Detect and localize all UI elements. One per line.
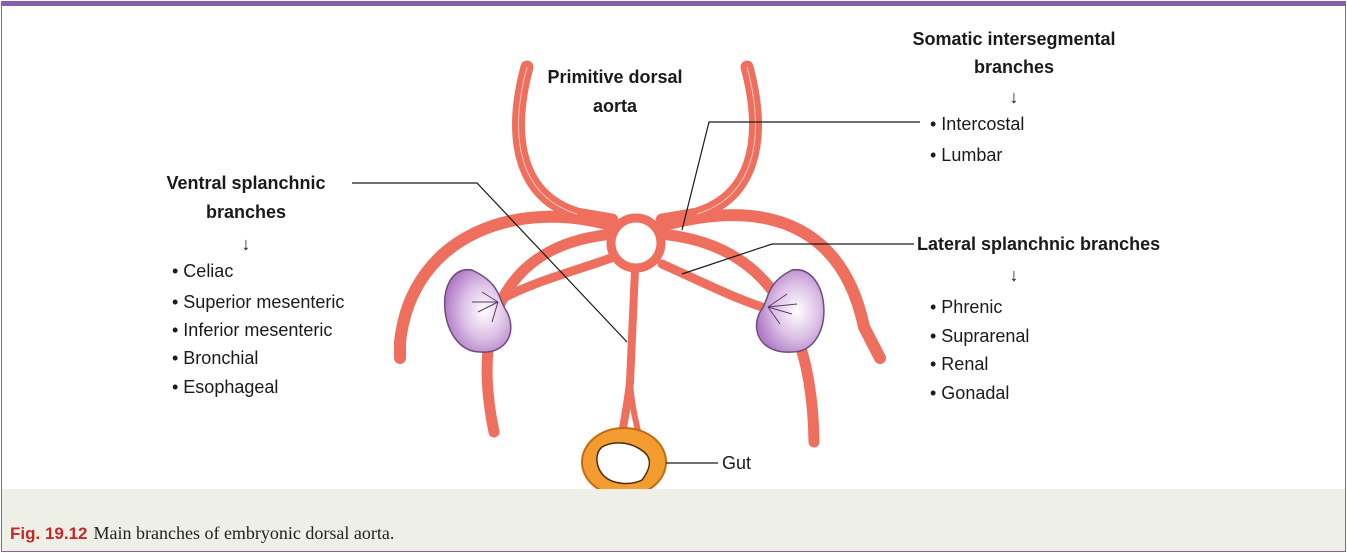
ventral-item-esophageal: • Esophageal (172, 377, 278, 397)
somatic-label-line2: branches (974, 57, 1054, 77)
ventral-item-celiac: • Celiac (172, 261, 233, 281)
lateral-item-phrenic: • Phrenic (930, 297, 1002, 317)
figure-number: Fig. 19.12 (10, 524, 87, 543)
lateral-item-gonadal: • Gonadal (930, 383, 1009, 403)
somatic-arrow: ↓ (1010, 87, 1019, 107)
lateral-item-suprarenal: • Suprarenal (930, 326, 1029, 346)
somatic-item-intercostal: • Intercostal (930, 114, 1024, 134)
figure-caption: Fig. 19.12 Main branches of embryonic dor… (10, 523, 394, 544)
left-kidney (445, 270, 511, 352)
ventral-arrow: ↓ (242, 234, 251, 254)
ventral-item-inferior-mesenteric: • Inferior mesenteric (172, 320, 332, 340)
aorta-cross-section (611, 218, 661, 268)
gut-cross-section (582, 428, 666, 489)
ventral-item-superior-mesenteric: • Superior mesenteric (172, 292, 344, 312)
ventral-item-bronchial: • Bronchial (172, 348, 258, 368)
lateral-arrow: ↓ (1010, 265, 1019, 285)
gut-label: Gut (722, 453, 751, 473)
somatic-item-lumbar: • Lumbar (930, 145, 1002, 165)
primitive-aorta-label-line1: Primitive dorsal (547, 67, 682, 87)
aorta-diagram: Primitive dorsal aorta Somatic intersegm… (2, 2, 1345, 489)
primitive-aorta-label-line2: aorta (593, 96, 638, 116)
ventral-label-line1: Ventral splanchnic (166, 173, 325, 193)
caption-text: Main branches of embryonic dorsal aorta. (93, 523, 394, 543)
ventral-label-line2: branches (206, 202, 286, 222)
lateral-item-renal: • Renal (930, 354, 988, 374)
lateral-label: Lateral splanchnic branches (917, 234, 1160, 254)
somatic-label-line1: Somatic intersegmental (912, 29, 1115, 49)
